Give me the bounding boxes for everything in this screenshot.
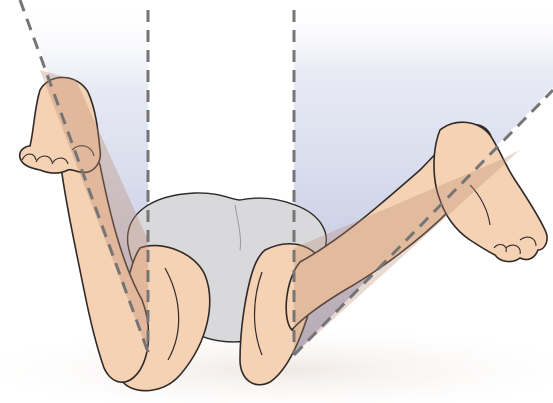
illustration-canvas [0,0,553,403]
hip-rotation-illustration [0,0,553,403]
